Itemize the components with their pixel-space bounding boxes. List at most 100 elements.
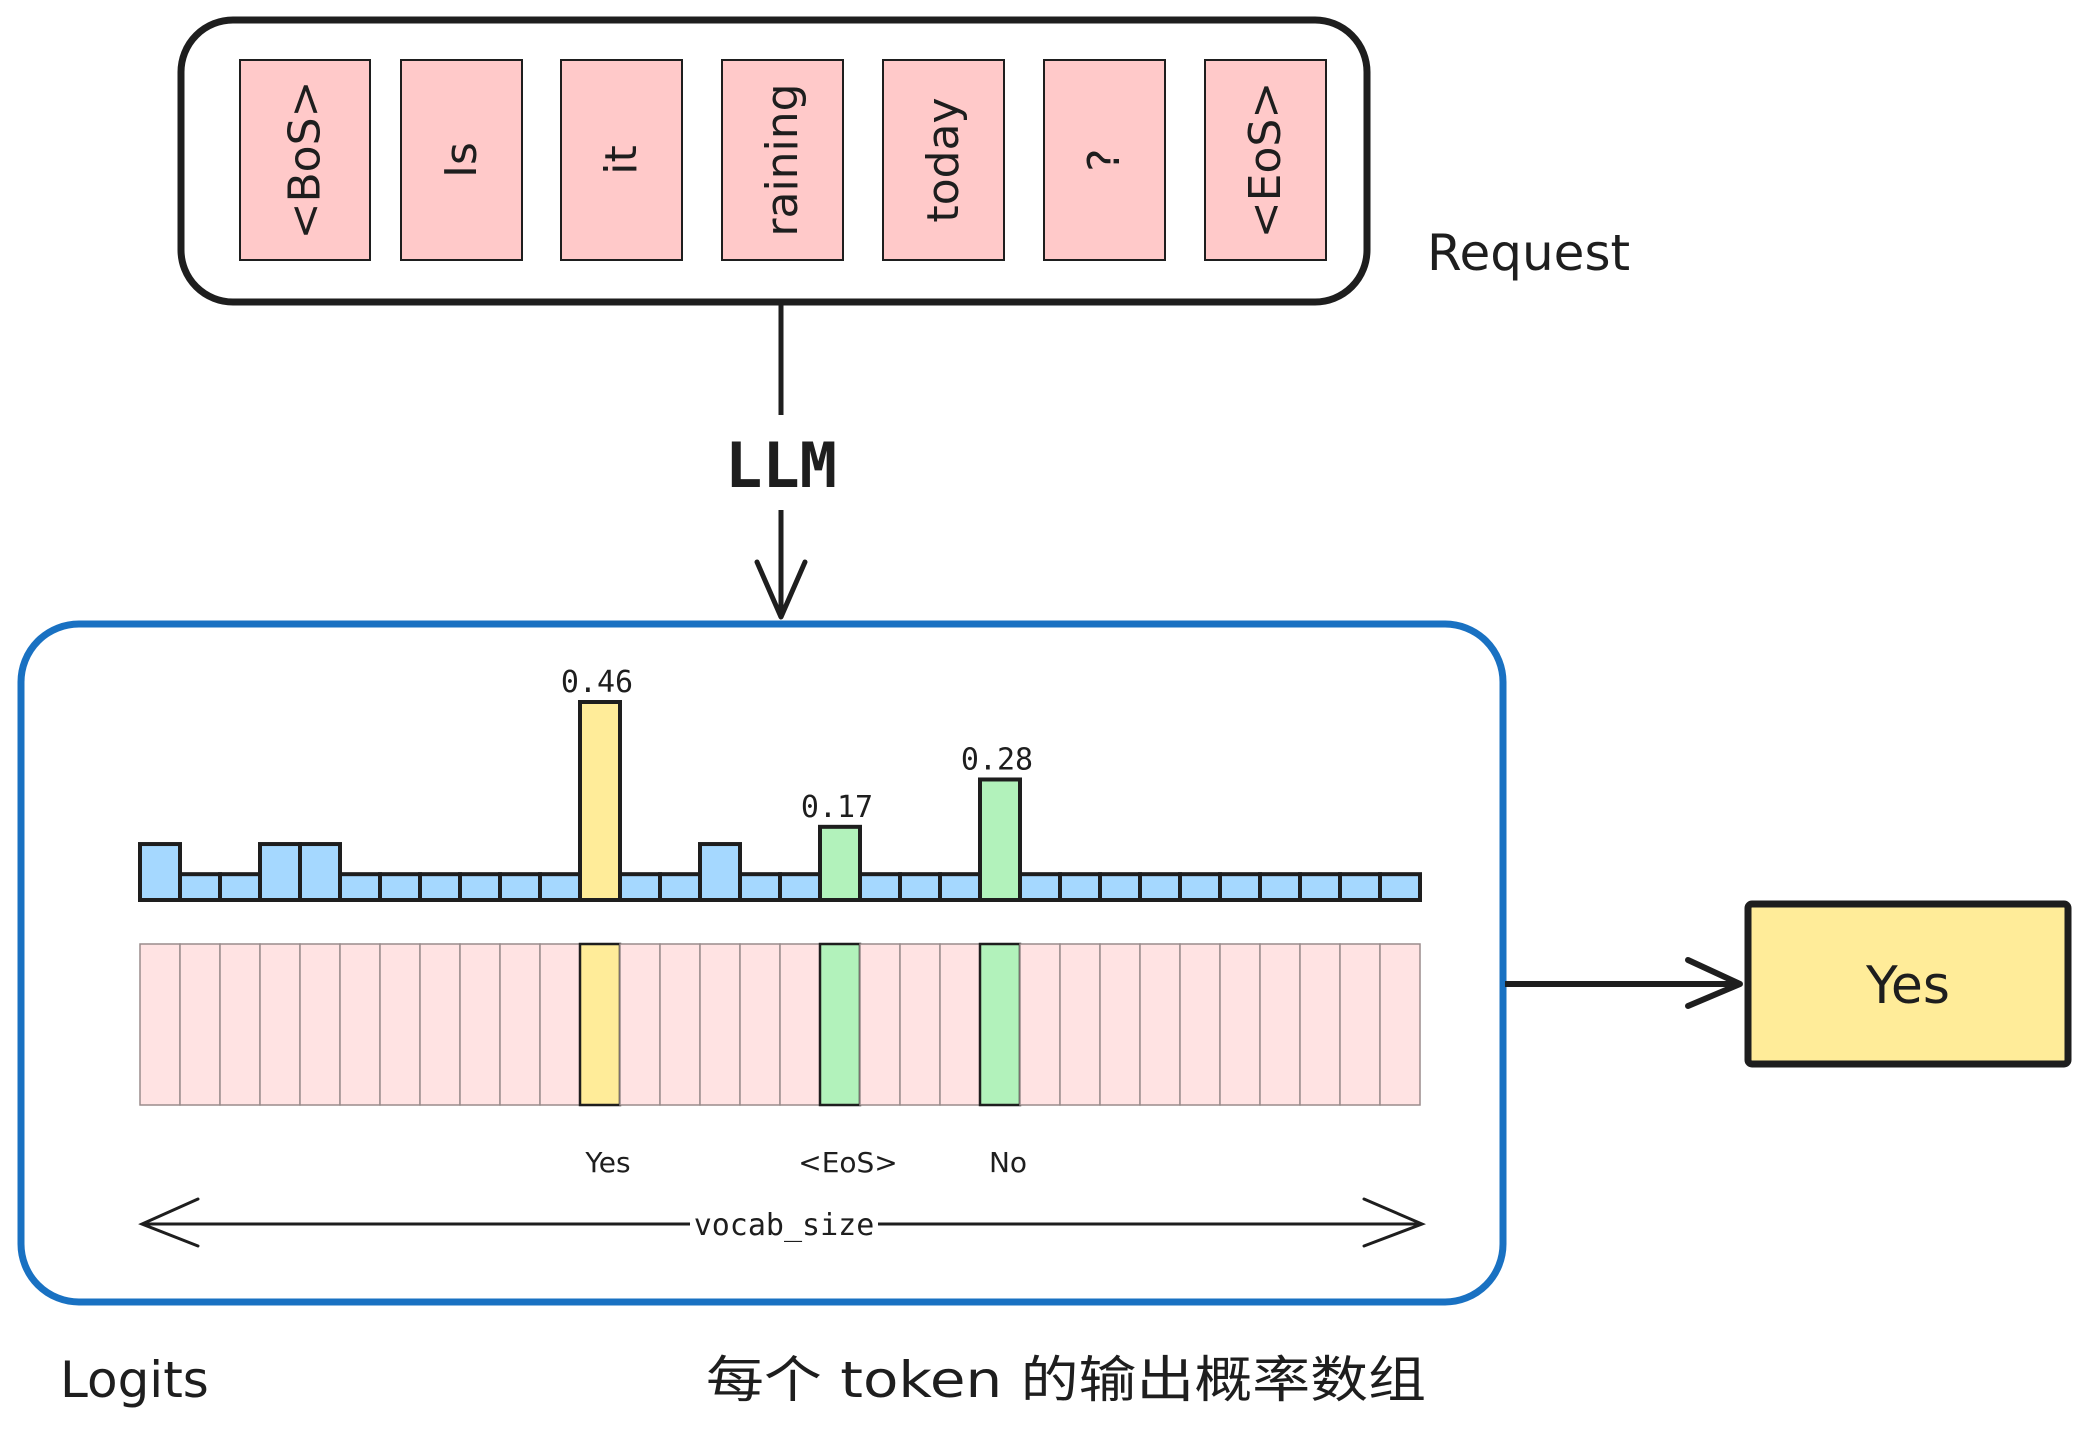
result-label: Yes — [1865, 956, 1950, 1016]
result-box — [1744, 900, 2072, 1068]
bar-16 — [778, 872, 822, 902]
vocab-cell-24 — [1099, 943, 1141, 1106]
bar-29 — [1298, 872, 1342, 902]
bar-12 — [618, 872, 662, 902]
category-label: <EoS> — [798, 1146, 898, 1179]
token-box-bg — [721, 59, 844, 261]
token-label: Is — [436, 142, 487, 178]
vocab-cell-8 — [459, 943, 501, 1106]
request-label: Request — [1427, 224, 1630, 282]
vocab-cell-18 — [859, 943, 901, 1106]
vocab-size-label: vocab_size — [694, 1208, 875, 1243]
bar-25 — [1138, 872, 1182, 902]
token-label: it — [596, 145, 647, 174]
bar-3 — [258, 842, 302, 902]
bar-24 — [1098, 872, 1142, 902]
arrow-right-icon — [1362, 1197, 1426, 1248]
vocab-cell-0 — [139, 943, 181, 1106]
vocab-cell-9 — [499, 943, 541, 1106]
vocab-cell-29 — [1299, 943, 1341, 1106]
vocab-cells — [139, 942, 1421, 1107]
token-box: raining — [721, 59, 844, 261]
arrow-down-icon — [754, 559, 808, 620]
bar-8 — [458, 872, 502, 902]
token-box-bg — [400, 59, 523, 261]
logits-label: Logits — [60, 1351, 209, 1409]
token-box-bg — [882, 59, 1005, 261]
logits-caption: 每个 token 的输出概率数组 — [706, 1351, 1426, 1409]
vocab-cell-21 — [978, 942, 1022, 1107]
token-box: <BoS> — [239, 59, 371, 261]
vocab-cell-26 — [1179, 943, 1221, 1106]
bar-6 — [378, 872, 422, 902]
token-box: today — [882, 59, 1005, 261]
llm-label: LLM — [725, 429, 837, 502]
vocab-cell-19 — [899, 943, 941, 1106]
token-box-bg — [1043, 59, 1166, 261]
bar-31 — [1378, 872, 1422, 902]
llm-connector: LLM — [725, 302, 837, 620]
bar-14 — [698, 842, 742, 902]
vocab-cell-4 — [299, 943, 341, 1106]
vocab-cell-27 — [1219, 943, 1261, 1106]
token-box: it — [560, 59, 683, 261]
bar-19 — [898, 872, 942, 902]
bar-28 — [1258, 872, 1302, 902]
bar-20 — [938, 872, 982, 902]
vocab-cell-1 — [179, 943, 221, 1106]
token-box-bg — [239, 59, 371, 261]
bar-13 — [658, 872, 702, 902]
bar-23 — [1058, 872, 1102, 902]
bar-value-label: 0.17 — [801, 790, 873, 825]
token-box-bg — [1204, 59, 1327, 261]
bar-15 — [738, 872, 782, 902]
token-box: Is — [400, 59, 523, 261]
vocab-cell-10 — [539, 943, 581, 1106]
bar-11 — [578, 700, 622, 902]
token-box: <EoS> — [1204, 59, 1327, 261]
bar-4 — [298, 842, 342, 902]
vocab-cell-14 — [699, 943, 741, 1106]
token-label: <EoS> — [1240, 82, 1291, 238]
arrow-left-icon — [138, 1197, 200, 1248]
vocab-cell-23 — [1059, 943, 1101, 1106]
vocab-cell-31 — [1379, 943, 1421, 1106]
vocab-cell-16 — [779, 943, 821, 1106]
vocab-cell-3 — [259, 943, 301, 1106]
vocab-size-axis: vocab_size — [138, 1197, 1426, 1248]
bar-7 — [418, 872, 462, 902]
bar-0 — [138, 842, 182, 902]
category-label: Yes — [584, 1146, 630, 1179]
bar-value-label: 0.28 — [961, 742, 1033, 777]
token-label: today — [918, 97, 969, 222]
vocab-cell-28 — [1259, 943, 1301, 1106]
logits-box — [17, 620, 1507, 1306]
token-box-bg — [560, 59, 683, 261]
vocab-cell-11 — [578, 942, 622, 1107]
probability-bars — [138, 700, 1422, 903]
arrow-right-icon — [1685, 957, 1743, 1009]
vocab-cell-12 — [619, 943, 661, 1106]
vocab-cell-17 — [818, 942, 862, 1107]
vocab-cell-20 — [939, 943, 981, 1106]
token-list: <BoS> Is it raining today? <EoS> — [239, 59, 1327, 261]
bar-18 — [858, 872, 902, 902]
bar-21 — [978, 777, 1022, 903]
token-box: ? — [1043, 59, 1166, 261]
bar-10 — [538, 872, 582, 902]
bar-9 — [498, 872, 542, 902]
bar-26 — [1178, 872, 1222, 902]
token-label: <BoS> — [280, 81, 331, 240]
bar-27 — [1218, 872, 1262, 902]
bar-5 — [338, 872, 382, 902]
token-label: ? — [1079, 148, 1130, 171]
vocab-cell-6 — [379, 943, 421, 1106]
bar-1 — [178, 872, 222, 902]
vocab-cell-30 — [1339, 943, 1381, 1106]
token-label: raining — [757, 83, 808, 236]
vocab-cell-13 — [659, 943, 701, 1106]
vocab-cell-22 — [1019, 943, 1061, 1106]
category-label: No — [989, 1146, 1027, 1179]
